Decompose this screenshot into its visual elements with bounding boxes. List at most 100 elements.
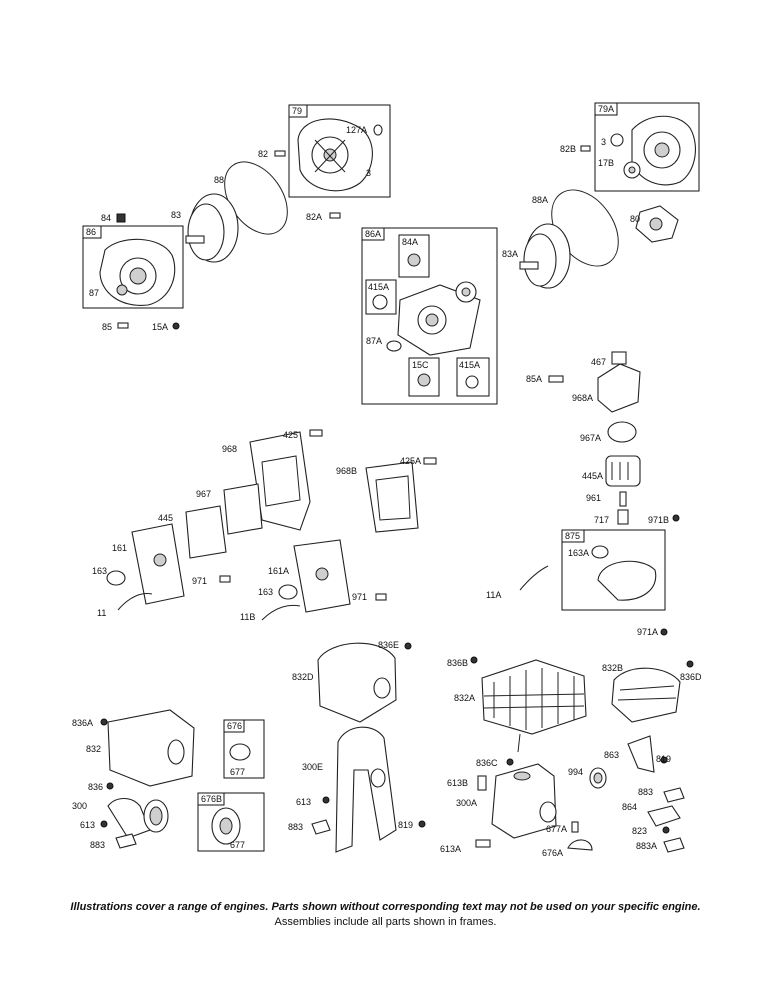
frame-label: 79 [292, 106, 302, 116]
pump-housing-86A [386, 281, 481, 356]
bolt-82A [329, 212, 341, 219]
muffler-832 [107, 709, 195, 787]
frame-label: 86 [86, 227, 96, 237]
part-label: 677A [546, 824, 567, 834]
frame-676B [197, 792, 265, 852]
impeller-83 [185, 193, 239, 263]
part-label: 613B [447, 778, 468, 788]
part-84 [116, 213, 126, 223]
filter-967 [223, 483, 263, 535]
part-label: 88 [214, 175, 224, 185]
frame-label: 415A [459, 360, 480, 370]
frame-label: 875 [565, 531, 580, 541]
deflector-676 [229, 743, 251, 761]
bolt-836A [100, 718, 108, 726]
part-994 [589, 767, 607, 789]
nut-883c [663, 787, 685, 803]
guard-832A [481, 659, 587, 753]
frame-86 [82, 225, 184, 309]
filter-967A [607, 421, 637, 443]
part-label: 819 [656, 754, 671, 764]
frame-875 [561, 529, 666, 611]
bolt-613A [475, 839, 491, 848]
pump-housing-86 [99, 238, 176, 306]
part-label: 163A [568, 548, 589, 558]
bolt-823 [662, 826, 670, 834]
part-label: 971B [648, 515, 669, 525]
part-label: 836A [72, 718, 93, 728]
part-label: 82B [560, 144, 576, 154]
part-label: 425A [400, 456, 421, 466]
blower-housing-79A [610, 115, 696, 186]
bolt-82B [580, 145, 591, 152]
bolt-819b [660, 756, 668, 764]
part-label: 823 [632, 826, 647, 836]
part-label: 967 [196, 489, 211, 499]
part-label: 87A [366, 336, 382, 346]
bolt-971A [660, 628, 668, 636]
part-label: 677 [230, 840, 245, 850]
part-label: 300A [456, 798, 477, 808]
part-label: 883 [638, 787, 653, 797]
disclaimer-caption: Illustrations cover a range of engines. … [70, 901, 701, 913]
bolt-613B [477, 775, 487, 791]
bolt-82 [274, 150, 286, 157]
guard-832B [611, 667, 681, 723]
bolt-836D [686, 660, 694, 668]
frame-label: 676 [227, 721, 242, 731]
part-label: 832D [292, 672, 314, 682]
frame-84A [398, 234, 430, 278]
frame-676 [223, 719, 265, 779]
part-label: 300E [302, 762, 323, 772]
part-127A [373, 124, 383, 136]
bolt-836C [506, 758, 514, 766]
bolt-85A [548, 375, 564, 383]
deflector-676B [211, 807, 241, 845]
part-84A [407, 253, 421, 267]
frame-label: 15C [412, 360, 429, 370]
bolt-819 [418, 820, 426, 828]
bolt-613 [100, 820, 108, 828]
part-label: 883 [90, 840, 105, 850]
part-label: 994 [568, 767, 583, 777]
part-label: 87 [89, 288, 99, 298]
part-label: 88A [532, 195, 548, 205]
tube-11 [117, 593, 153, 611]
part-label: 968A [572, 393, 593, 403]
part-415A-2 [465, 375, 479, 389]
part-label: 864 [622, 802, 637, 812]
frame-label: 415A [368, 282, 389, 292]
bracket-864 [647, 805, 681, 827]
nut-883A [663, 837, 685, 853]
bolt-836E [404, 642, 412, 650]
part-label: 961 [586, 493, 601, 503]
bracket-300E [335, 726, 397, 853]
bracket-863 [627, 735, 655, 773]
part-label: 15A [152, 322, 168, 332]
part-label: 832A [454, 693, 475, 703]
tube-11B [261, 604, 301, 621]
part-label: 83A [502, 249, 518, 259]
part-415A-1 [372, 294, 388, 310]
part-label: 82 [258, 149, 268, 159]
base-161A [293, 539, 351, 613]
bolt-971 [219, 575, 231, 583]
bolt-425A [423, 457, 437, 465]
part-label: 467 [591, 357, 606, 367]
bolt-836 [106, 782, 114, 790]
plate-80 [635, 205, 679, 243]
part-label: 883A [636, 841, 657, 851]
part-label: 85 [102, 322, 112, 332]
muffler-300A [491, 763, 557, 839]
frame-79A [594, 102, 700, 192]
guard-832D [317, 642, 397, 723]
filter-445 [185, 505, 227, 559]
part-label: 3 [366, 168, 371, 178]
part-label: 613 [80, 820, 95, 830]
part-label: 832 [86, 744, 101, 754]
frame-label: 676B [201, 794, 222, 804]
part-label: 676A [542, 848, 563, 858]
assembly-caption: Assemblies include all parts shown in fr… [274, 916, 497, 928]
part-label: 85A [526, 374, 542, 384]
part-label: 836 [88, 782, 103, 792]
